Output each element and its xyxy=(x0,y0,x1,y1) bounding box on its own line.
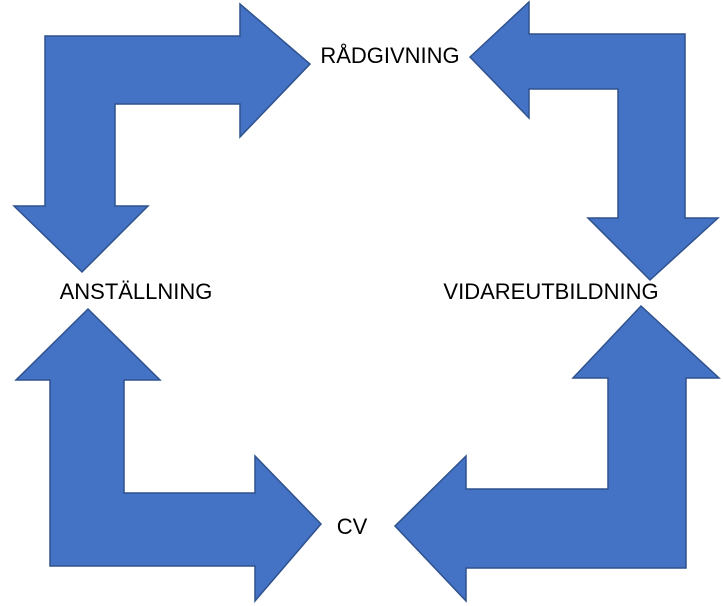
node-label-left: ANSTÄLLNING xyxy=(60,279,213,304)
node-label-right: VIDAREUTBILDNING xyxy=(443,279,658,304)
node-label-top: RÅDGIVNING xyxy=(320,43,459,68)
arrow-right-to-bottom xyxy=(393,304,721,603)
arrow-left-to-top xyxy=(12,2,312,274)
arrow-top-to-right xyxy=(468,0,720,282)
node-label-bottom: CV xyxy=(337,514,368,539)
arrow-bottom-to-left xyxy=(14,307,323,604)
